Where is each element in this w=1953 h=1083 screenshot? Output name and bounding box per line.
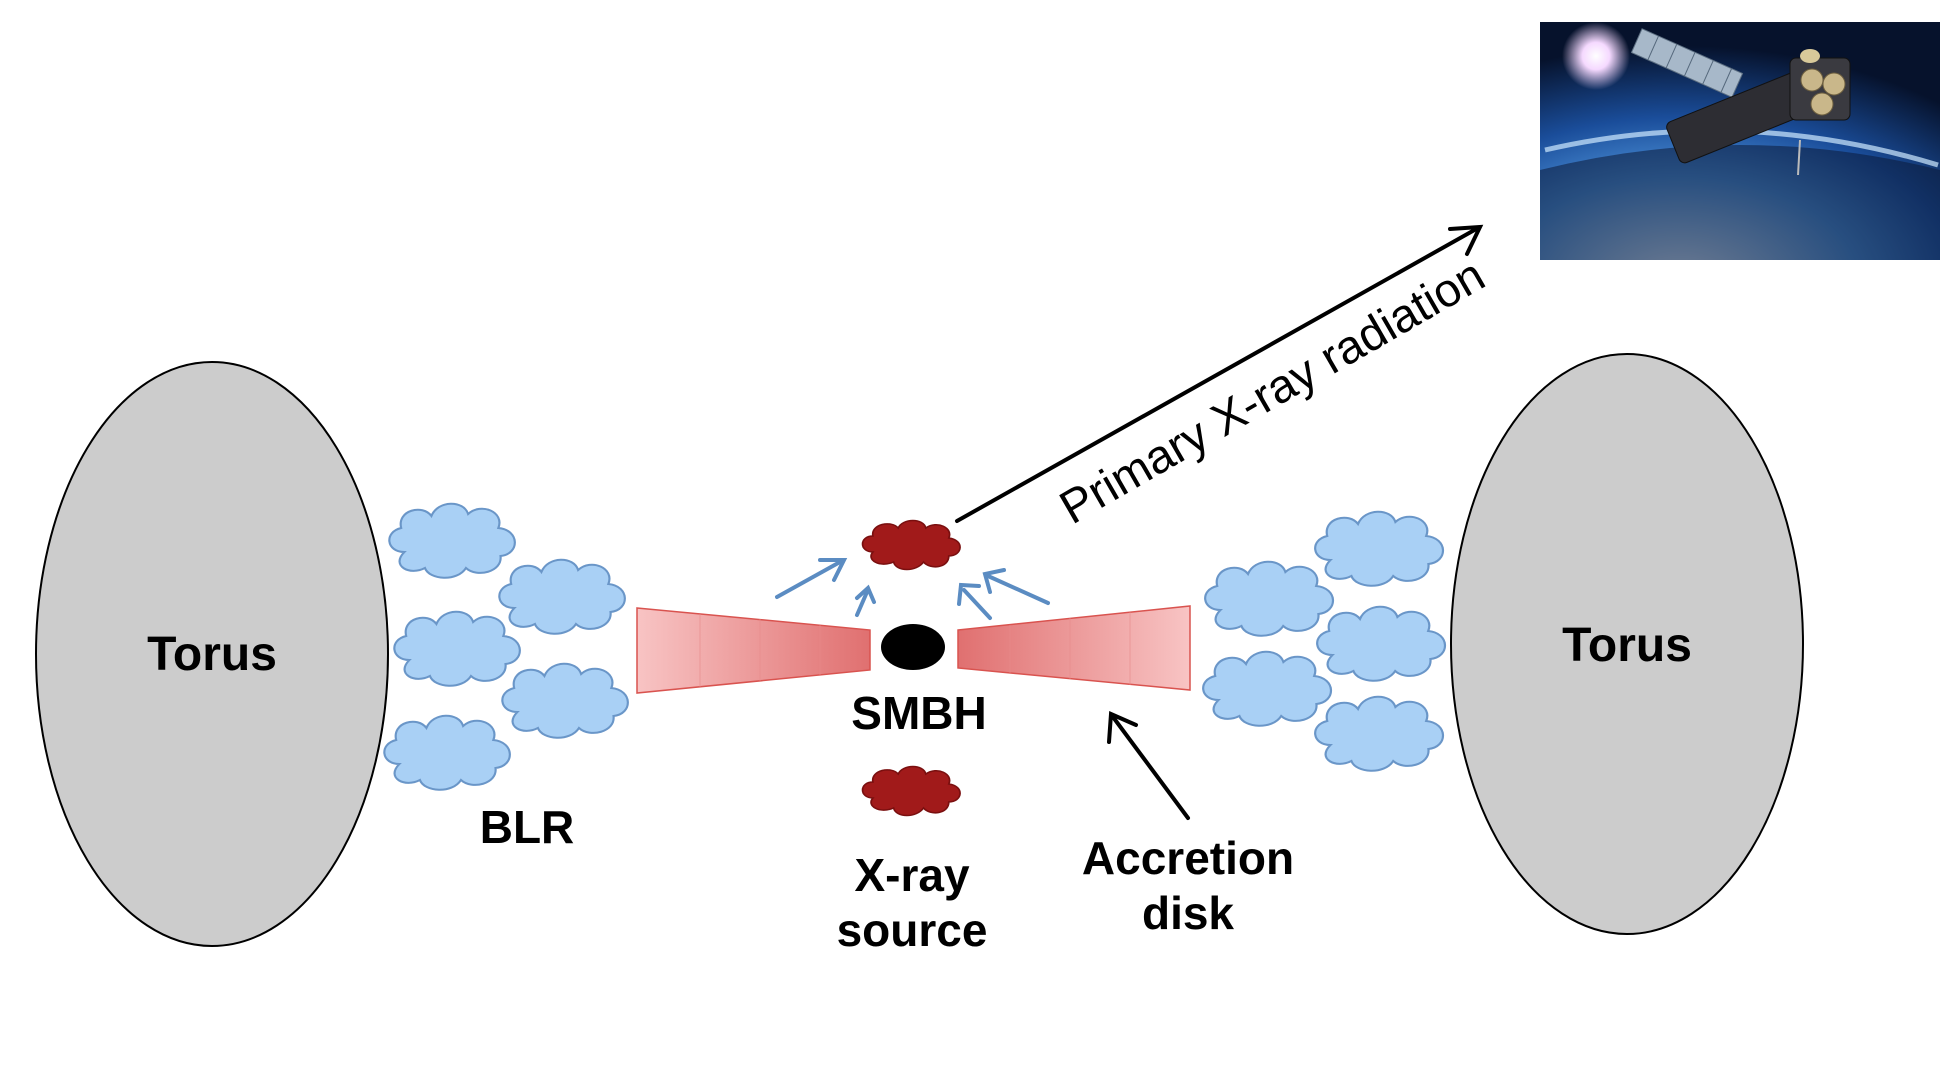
torus-right-shape <box>1450 353 1804 935</box>
blr-clouds-left <box>383 502 629 791</box>
blr-cloud <box>498 558 626 635</box>
blr-cloud <box>1202 650 1333 727</box>
blr-cloud <box>393 610 521 687</box>
blr-cloud <box>501 662 629 739</box>
primary-radiation-arrow <box>955 224 1484 523</box>
blr-label: BLR <box>479 801 575 853</box>
torus-left-shape <box>35 361 389 947</box>
torus-left-label: Torus <box>147 628 277 681</box>
xray-source-line1: X-ray <box>854 849 970 901</box>
accretion-disk-label: Accretion disk <box>1048 831 1328 941</box>
blr-cloud <box>1314 510 1445 587</box>
smbh-shape <box>881 624 945 670</box>
blr-clouds-right <box>1202 510 1447 772</box>
satellite-over-earth-icon <box>1540 22 1940 260</box>
disk-texture <box>699 612 1131 687</box>
accretion-disk-right <box>957 605 1191 691</box>
accretion-disk-left <box>636 607 871 694</box>
accretion-line2: disk <box>1141 887 1235 940</box>
xray-source-label: X-ray source <box>782 848 1042 958</box>
xray-source-cloud-bottom <box>861 765 961 817</box>
compton-arrows <box>775 558 1050 620</box>
smbh-label: SMBH <box>851 687 987 739</box>
blr-cloud <box>1204 560 1335 637</box>
xray-source-cloud-top <box>861 519 961 571</box>
blr-cloud <box>1316 605 1447 682</box>
accretion-line1: Accretion <box>1081 832 1295 884</box>
accretion-pointer-arrow <box>1107 711 1190 820</box>
blr-cloud <box>388 502 516 579</box>
xray-source-line2: source <box>836 904 988 957</box>
torus-right-label: Torus <box>1562 619 1692 672</box>
blr-cloud <box>383 714 511 791</box>
blr-cloud <box>1314 695 1445 772</box>
